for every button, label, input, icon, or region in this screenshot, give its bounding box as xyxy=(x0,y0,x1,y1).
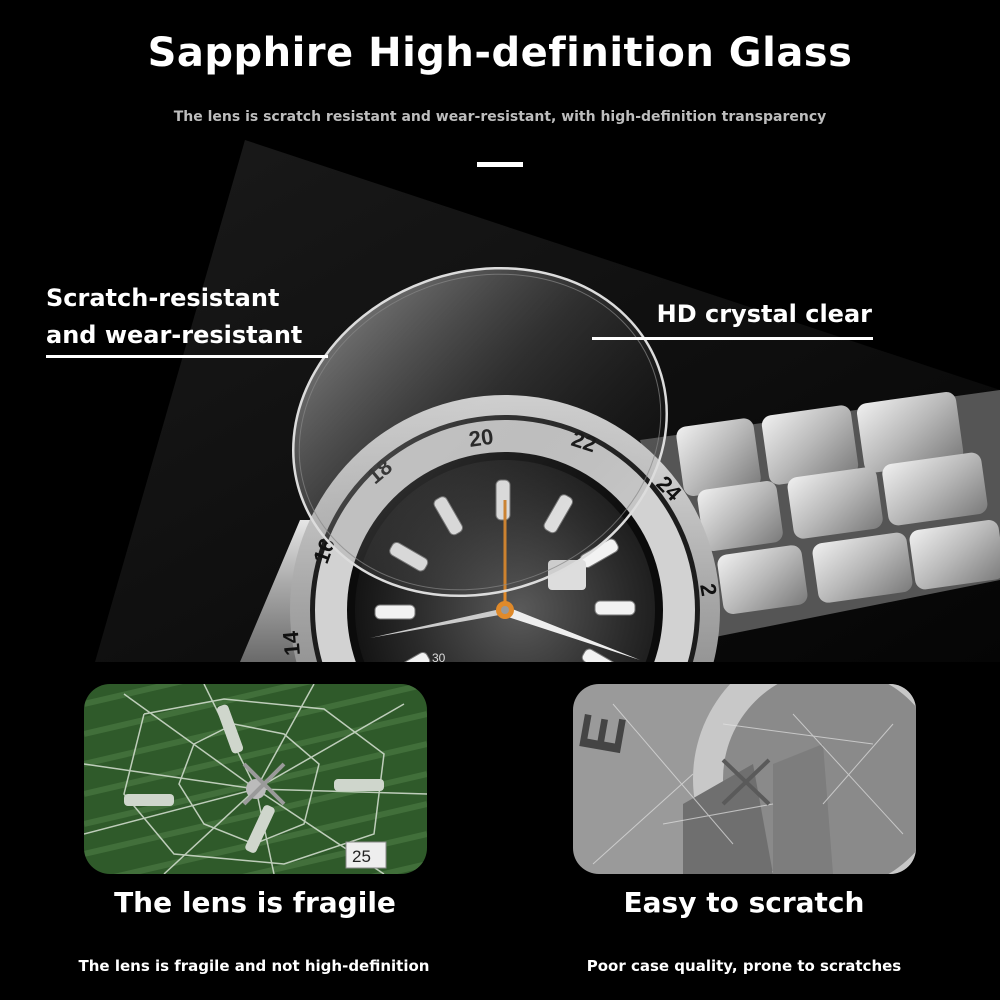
scratched-metal-illustration: E xyxy=(573,684,916,874)
sapphire-crystal xyxy=(292,266,668,598)
page-title: Sapphire High-definition Glass xyxy=(147,30,853,76)
callout-scratch-resistant: Scratch-resistant and wear-resistant xyxy=(46,280,326,354)
bracelet xyxy=(640,390,1000,640)
fragile-lens-image: 25 xyxy=(84,684,427,874)
cross-icon xyxy=(721,758,771,806)
date-window-number: 25 xyxy=(352,847,371,866)
bezel-number-2: 2 xyxy=(695,582,722,598)
watch-illustration: 16 18 20 22 24 2 14 xyxy=(95,140,1000,662)
scratched-case-image: E xyxy=(573,684,916,874)
description-scratch: Poor case quality, prone to scratches xyxy=(586,957,902,975)
date-window xyxy=(345,841,387,869)
callout-right-underline xyxy=(592,337,873,340)
page-subtitle: The lens is scratch resistant and wear-r… xyxy=(173,109,827,125)
shattered-glass-illustration: 25 xyxy=(84,684,427,874)
caption-scratch: Easy to scratch xyxy=(623,886,865,919)
watch-hero-image: 16 18 20 22 24 2 14 xyxy=(0,140,1000,662)
callout-left-underline xyxy=(46,355,328,358)
callout-left-line1: Scratch-resistant xyxy=(46,284,280,312)
bezel-number-14: 14 xyxy=(278,629,305,656)
caption-fragile: The lens is fragile xyxy=(114,886,396,919)
cross-icon xyxy=(242,762,286,806)
description-fragile: The lens is fragile and not high-definit… xyxy=(78,957,430,975)
callout-left-line2: and wear-resistant xyxy=(46,321,303,349)
dial-small-text: 30 xyxy=(432,651,446,662)
callout-hd-clear: HD crystal clear xyxy=(656,300,872,328)
title-divider xyxy=(477,162,523,167)
